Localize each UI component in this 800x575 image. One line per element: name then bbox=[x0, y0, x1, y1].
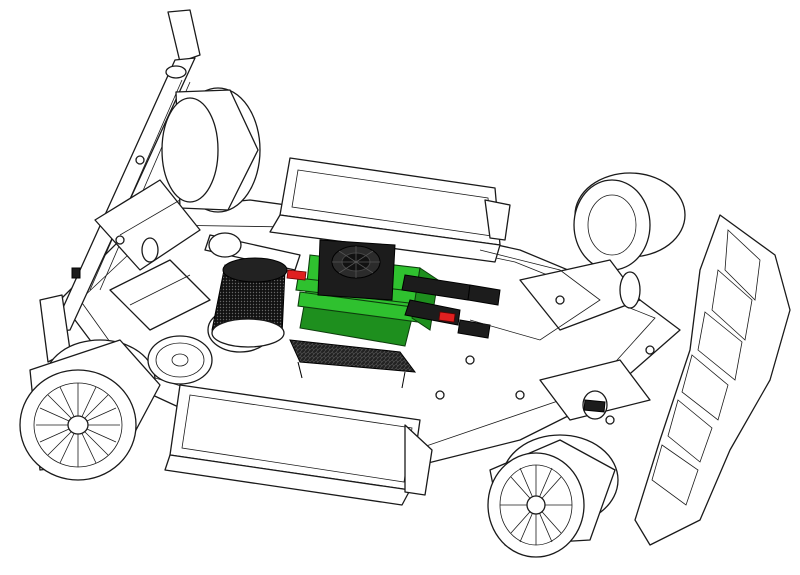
wheel-rear-upper bbox=[161, 87, 261, 213]
battery-upper bbox=[269, 157, 511, 263]
wheel-front-upper bbox=[573, 172, 686, 271]
wheel-rear-lower bbox=[19, 339, 161, 481]
rear-wing bbox=[39, 9, 201, 363]
esc-unit bbox=[286, 239, 501, 389]
battery-lower bbox=[164, 384, 433, 506]
front-suspension bbox=[469, 249, 651, 421]
motor bbox=[207, 257, 288, 353]
front-splitter bbox=[634, 214, 791, 546]
wheel-front-lower bbox=[487, 434, 619, 558]
hardware-screws bbox=[115, 155, 655, 425]
rear-suspension bbox=[71, 179, 211, 331]
